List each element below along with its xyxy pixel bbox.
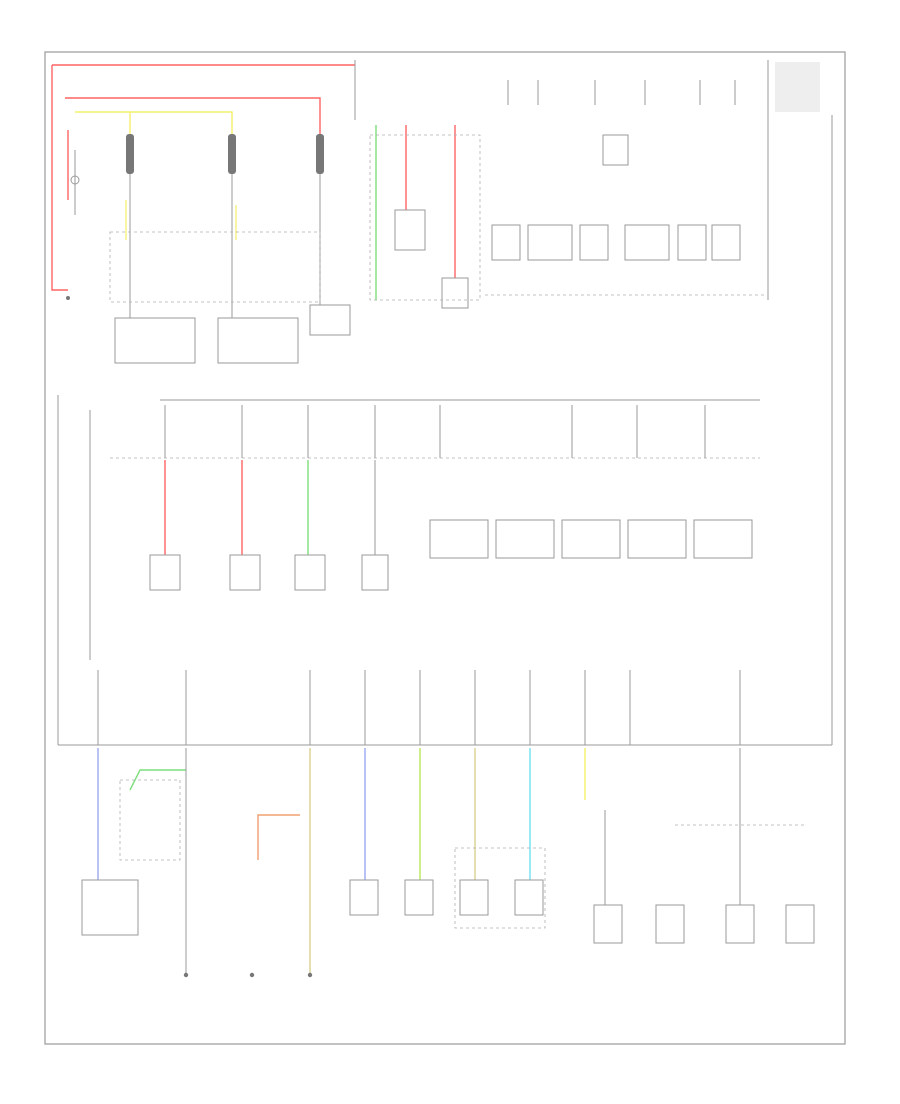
low-component-3: [349, 879, 379, 916]
low-component-6: [514, 879, 544, 916]
mid-right-module-3: [561, 519, 621, 559]
lower-fuse-section: [57, 115, 833, 978]
low-component-1: [81, 879, 139, 936]
low-component-8: [655, 904, 685, 944]
battery-feed-wire-red-2: [51, 65, 68, 291]
top-component-box-a: [394, 209, 426, 251]
ground-point-c: [249, 972, 255, 978]
low-component-9: [725, 904, 755, 944]
fusible-feed-wire-red: [65, 97, 321, 135]
fusible-link-a: [126, 134, 134, 174]
mid-component-4: [361, 554, 389, 591]
mid-right-module-1: [429, 519, 489, 559]
mid-right-module-2: [495, 519, 555, 559]
starter-relay-block: [114, 317, 196, 364]
mid-right-module-5: [693, 519, 753, 559]
top-right-module-1: [491, 224, 521, 261]
top-right-relay: [602, 134, 629, 166]
top-middle-dash-box: [369, 134, 481, 301]
ground-point-a: [66, 296, 70, 300]
ground-point-b: [183, 972, 189, 978]
top-right-module-5: [677, 224, 707, 261]
low-relay-dash-box: [119, 779, 181, 861]
low-wire-green-loop: [129, 769, 186, 791]
low-component-4: [404, 879, 434, 916]
low-wire-orange: [257, 814, 300, 860]
diagram-frame: [44, 51, 846, 1045]
generator-relay-block: [217, 317, 299, 364]
mid-component-2: [229, 554, 261, 591]
top-junction-box: [109, 231, 321, 303]
fusible-link-c: [316, 134, 324, 174]
top-right-module-2: [527, 224, 573, 261]
fusible-feed-wire-yellow: [75, 111, 233, 135]
middle-fuse-section: [89, 399, 760, 660]
low-component-7: [593, 904, 623, 944]
generator-block: [309, 304, 351, 336]
top-right-module-3: [579, 224, 609, 261]
top-component-box-b: [441, 277, 469, 309]
top-middle-feeds: [354, 60, 481, 309]
low-component-5: [459, 879, 489, 916]
mid-component-1: [149, 554, 181, 591]
fusible-link-b: [228, 134, 236, 174]
low-module-dash-box: [454, 847, 546, 929]
ground-point-d: [307, 972, 313, 978]
battery-fusible-link-section: [51, 64, 355, 364]
title-block-text: [775, 62, 820, 112]
top-right-module-6: [711, 224, 741, 261]
mid-right-module-4: [627, 519, 687, 559]
top-right-components: [485, 80, 765, 296]
mid-component-3: [294, 554, 326, 591]
top-right-module-4: [624, 224, 670, 261]
low-component-10: [785, 904, 815, 944]
